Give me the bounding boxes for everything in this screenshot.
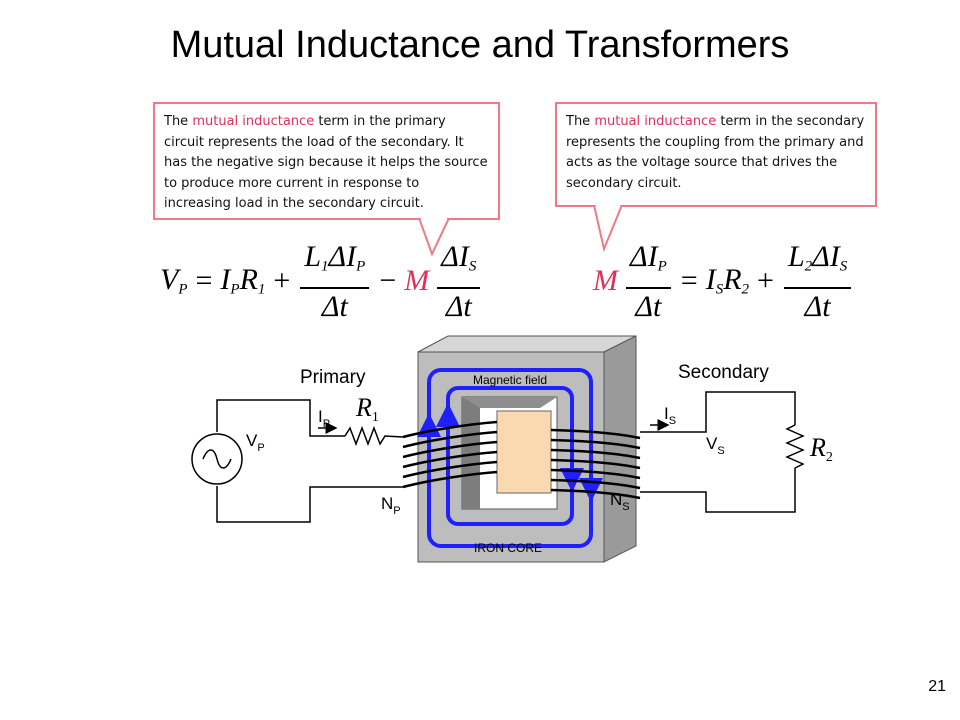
eq-left-v: VP <box>160 263 188 298</box>
primary-label: Primary <box>300 367 366 388</box>
winding-form <box>496 410 552 494</box>
eq-left-equals: = <box>195 263 213 297</box>
primary-circuit <box>216 399 404 523</box>
r2-label: R2 <box>809 433 833 465</box>
np-label: NP <box>381 494 401 517</box>
vp-label: VP <box>246 431 265 454</box>
eq-right-m: M <box>593 263 618 297</box>
callout-left-text-1: The <box>164 114 193 129</box>
secondary-winding <box>550 428 641 500</box>
eq-left-fraction-mutual: ΔIS Δt <box>437 240 481 322</box>
eq-left-plus: + <box>273 263 291 297</box>
magnetic-field-label: Magnetic field <box>473 373 547 387</box>
callout-left-highlight: mutual inductance <box>192 114 315 129</box>
iron-core-label: IRON CORE <box>474 541 542 555</box>
is-label: IS <box>664 404 676 427</box>
callout-right-highlight: mutual inductance <box>594 114 717 129</box>
callout-right-text-2: term in the secondary represents the cou… <box>566 114 865 191</box>
eq-right-fraction-mutual: ΔIP Δt <box>626 240 671 322</box>
callout-left-tail <box>418 218 450 257</box>
callout-left-text-2: term in the primary circuit represents t… <box>164 114 488 211</box>
callout-secondary-explanation: The mutual inductance term in the second… <box>555 102 877 207</box>
callout-right-text-1: The <box>566 114 595 129</box>
vs-label: VS <box>706 434 725 457</box>
eq-right-equals: = <box>680 263 698 297</box>
r1-label: R1 <box>355 393 379 425</box>
eq-right-fraction-self: L2ΔIS Δt <box>783 240 852 322</box>
ip-label: IP <box>318 407 330 430</box>
primary-equation: VP = IPR1 + L1ΔIP Δt − M ΔIS Δt <box>160 240 482 322</box>
eq-left-minus: − <box>379 263 397 297</box>
ns-label: NS <box>610 490 630 513</box>
eq-right-ir: ISR2 <box>705 263 750 298</box>
secondary-circuit <box>640 391 805 513</box>
eq-right-plus: + <box>757 263 774 297</box>
callout-primary-explanation: The mutual inductance term in the primar… <box>153 102 500 220</box>
slide-number: 21 <box>928 678 946 695</box>
eq-left-fraction-self: L1ΔIP Δt <box>300 240 370 322</box>
eq-left-ir: IPR1 <box>220 263 266 298</box>
primary-winding <box>402 420 498 489</box>
secondary-equation: M ΔIP Δt = ISR2 + L2ΔIS Δt <box>593 240 853 322</box>
sine-wave-icon <box>202 449 232 469</box>
slide-title: Mutual Inductance and Transformers <box>170 24 790 66</box>
secondary-label: Secondary <box>678 362 769 383</box>
eq-left-m: M <box>404 263 430 297</box>
callout-right-tail <box>592 205 624 253</box>
